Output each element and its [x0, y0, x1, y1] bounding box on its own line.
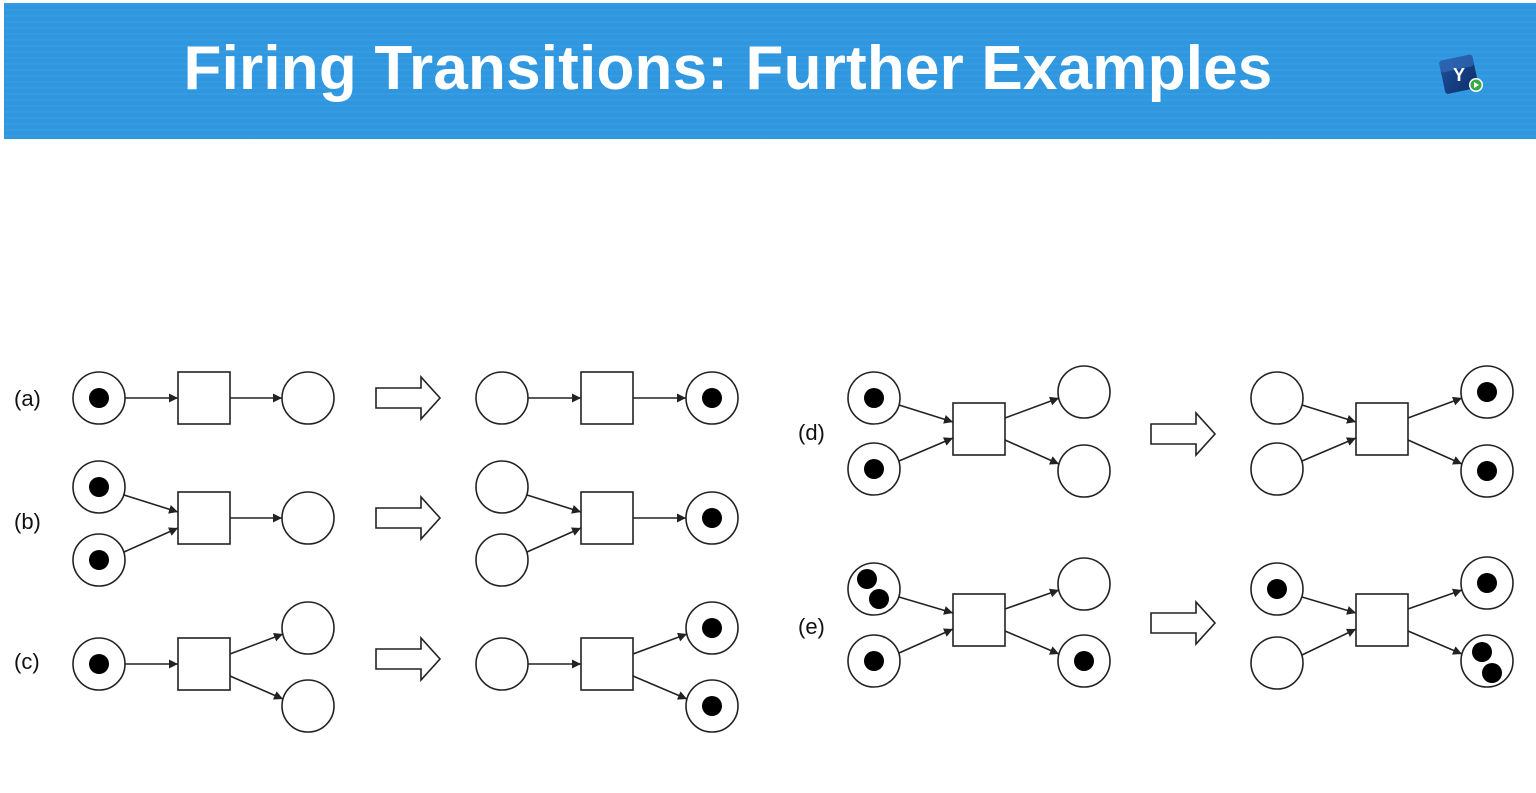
net-e-after [1250, 556, 1514, 690]
label-d: (d) [798, 420, 825, 445]
token [89, 388, 109, 408]
token [702, 618, 722, 638]
place [475, 533, 529, 587]
tokens [89, 382, 1502, 716]
net-d-before [847, 365, 1111, 498]
token [869, 589, 889, 609]
place [72, 460, 126, 514]
token [1477, 461, 1497, 481]
place [1057, 634, 1111, 688]
place [1250, 442, 1304, 496]
logo-letter: Y [1453, 65, 1465, 85]
transition [1355, 402, 1409, 456]
token [702, 508, 722, 528]
transition [177, 637, 231, 691]
label-c: (c) [14, 649, 40, 674]
net-e-before [847, 557, 1111, 688]
place [1460, 365, 1514, 419]
play-logo-icon: Y [1439, 54, 1483, 94]
transition [580, 371, 634, 425]
label-a: (a) [14, 386, 41, 411]
place [1250, 371, 1304, 425]
place [1460, 634, 1514, 688]
token [89, 550, 109, 570]
place [847, 371, 901, 425]
place [1057, 365, 1111, 419]
net-d-after [1250, 365, 1514, 498]
token [702, 388, 722, 408]
firing-arrow-icon [1150, 599, 1217, 647]
firing-arrow-icon [375, 494, 442, 542]
token [702, 696, 722, 716]
place [1057, 444, 1111, 498]
place [72, 533, 126, 587]
net-a-before [72, 371, 335, 425]
transition [177, 371, 231, 425]
transition [952, 593, 1006, 647]
transition [177, 491, 231, 545]
net-b-before [72, 460, 335, 587]
firing-arrow-icon [1150, 410, 1217, 458]
slide-header: Firing Transitions: Further Examples Y [4, 3, 1536, 139]
transition [952, 402, 1006, 456]
net-b-after [475, 460, 739, 587]
net-c-after [475, 601, 739, 733]
token [864, 459, 884, 479]
place [1460, 444, 1514, 498]
place [1057, 557, 1111, 611]
place [281, 601, 335, 655]
place [847, 634, 901, 688]
token [864, 651, 884, 671]
place [685, 601, 739, 655]
transition [1355, 593, 1409, 647]
token [1074, 651, 1094, 671]
place [1460, 556, 1514, 610]
token [89, 654, 109, 674]
place [1250, 636, 1304, 690]
firing-arrow-icon [375, 635, 442, 683]
token [1472, 642, 1492, 662]
place [281, 371, 335, 425]
place [281, 679, 335, 733]
place [847, 442, 901, 496]
token [1477, 382, 1497, 402]
slide-title: Firing Transitions: Further Examples [183, 34, 1273, 103]
label-e: (e) [798, 614, 825, 639]
place [475, 371, 529, 425]
transition [580, 491, 634, 545]
token [89, 477, 109, 497]
token [864, 388, 884, 408]
token [1482, 663, 1502, 683]
transition [580, 637, 634, 691]
token [857, 569, 877, 589]
place [847, 562, 901, 616]
place [685, 679, 739, 733]
place [1250, 562, 1304, 616]
firing-arrow-icon [375, 374, 442, 422]
label-b: (b) [14, 509, 41, 534]
net-c-before [72, 601, 335, 733]
token [1477, 573, 1497, 593]
place [475, 637, 529, 691]
place [475, 460, 529, 514]
net-a-after [475, 371, 739, 425]
place [281, 491, 335, 545]
token [1267, 579, 1287, 599]
